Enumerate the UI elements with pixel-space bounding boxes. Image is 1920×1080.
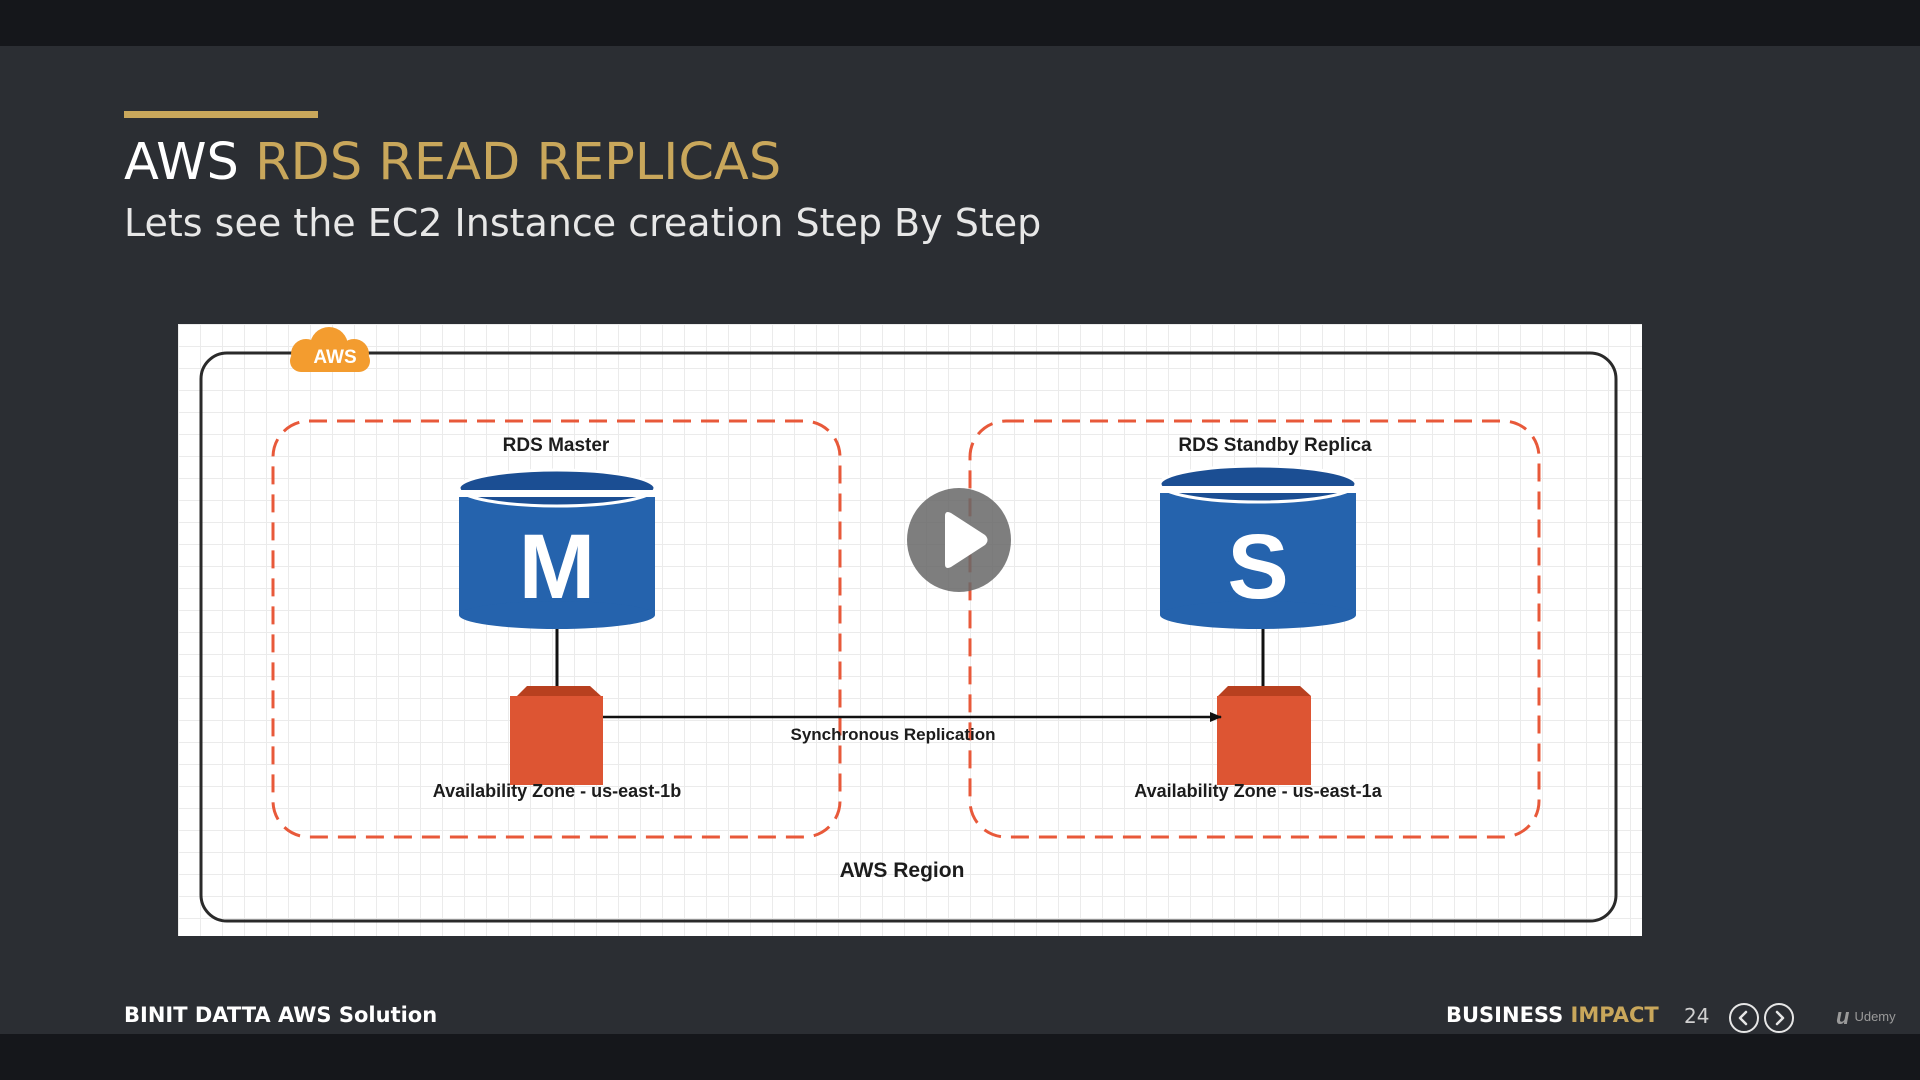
play-button[interactable] [907, 488, 1011, 592]
footer-author: BINIT DATTA AWS Solution [124, 1003, 438, 1027]
replica-database-icon [1158, 464, 1358, 629]
master-zone-label: Availability Zone - us-east-1b [433, 781, 681, 801]
footer-brand-word2: IMPACT [1570, 1003, 1659, 1027]
slide-title: AWS RDS READ REPLICAS [124, 130, 781, 196]
diagram-canvas: AWS RDS Master RDS Standby Replica M S [199, 327, 1618, 923]
page-number: 24 [1684, 1004, 1710, 1028]
architecture-diagram: AWS RDS Master RDS Standby Replica M S [178, 324, 1642, 936]
aws-cloud-icon [290, 327, 370, 372]
next-slide-button[interactable] [1764, 1003, 1794, 1033]
udemy-logo: u Udemy [1836, 1004, 1896, 1030]
aws-cloud-badge-label: AWS [313, 347, 356, 368]
title-accent-rule [124, 111, 318, 118]
replica-title: RDS Standby Replica [1178, 435, 1372, 456]
bottom-bar [0, 1034, 1920, 1080]
master-instance-icon [510, 686, 603, 785]
aws-region-frame [199, 351, 1618, 923]
udemy-logo-text: Udemy [1854, 1009, 1896, 1024]
replica-instance-icon [1217, 686, 1311, 785]
udemy-logo-mark: u [1836, 1004, 1850, 1029]
replication-label: Synchronous Replication [791, 725, 996, 744]
chevron-left-icon [1738, 1010, 1748, 1026]
footer-brand: BUSINESS IMPACT [1446, 1003, 1659, 1027]
region-label: AWS Region [840, 859, 965, 882]
previous-slide-button[interactable] [1729, 1003, 1759, 1033]
slide-subtitle: Lets see the EC2 Instance creation Step … [124, 201, 1042, 245]
master-database-icon [457, 468, 657, 629]
chevron-right-icon [1775, 1010, 1785, 1026]
play-icon [945, 512, 988, 568]
master-title: RDS Master [503, 435, 610, 456]
top-bar [0, 0, 1920, 46]
title-highlight: RDS READ REPLICAS [255, 133, 782, 192]
title-prefix: AWS [124, 133, 239, 192]
master-letter: M [519, 516, 596, 618]
replica-letter: S [1227, 516, 1288, 618]
replica-zone-label: Availability Zone - us-east-1a [1134, 781, 1382, 801]
footer-brand-word1: BUSINESS [1446, 1003, 1564, 1027]
